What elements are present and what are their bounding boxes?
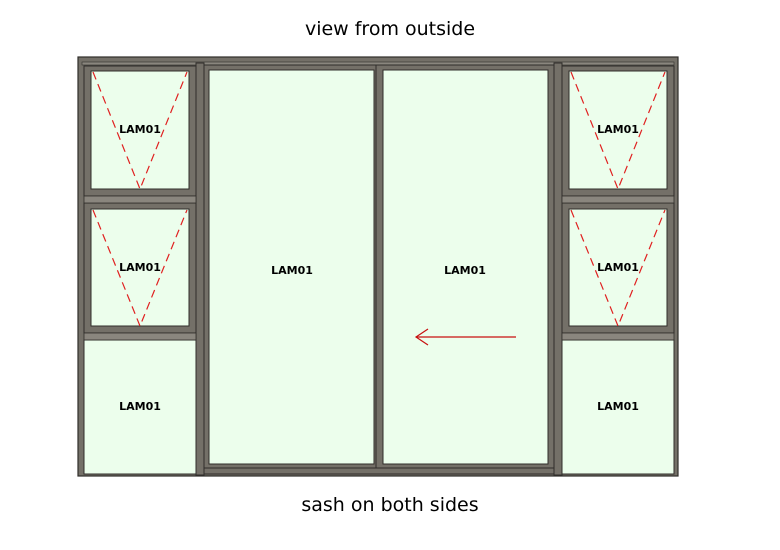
left-bottom-glass	[83, 339, 197, 475]
right-middle-label: LAM01	[597, 261, 639, 274]
top-caption: view from outside	[304, 18, 476, 40]
left-mullion	[195, 62, 205, 476]
bottom-caption: sash on both sides	[301, 494, 479, 516]
left-top-opening-lines	[92, 71, 188, 191]
center-left-glass	[208, 69, 375, 465]
left-middle-opening-lines	[92, 209, 188, 328]
left-transom-lower	[83, 332, 197, 341]
left-top-glass	[90, 70, 190, 190]
right-top-opening-lines	[570, 71, 666, 191]
left-top-label: LAM01	[119, 123, 161, 136]
left-middle-label: LAM01	[119, 261, 161, 274]
right-bottom-label: LAM01	[597, 400, 639, 413]
center-sill	[203, 467, 555, 475]
right-mullion	[553, 62, 563, 476]
left-transom-upper	[83, 195, 197, 204]
center-right-label: LAM01	[444, 264, 486, 277]
slide-direction-arrow	[414, 328, 516, 346]
center-right-glass	[382, 69, 549, 465]
right-top-glass	[568, 70, 668, 190]
left-middle-glass	[90, 208, 190, 327]
right-middle-glass	[568, 208, 668, 327]
right-transom-lower	[561, 332, 675, 341]
right-top-label: LAM01	[597, 123, 639, 136]
right-middle-opening-lines	[570, 209, 666, 328]
right-transom-upper	[561, 195, 675, 204]
left-bottom-label: LAM01	[119, 400, 161, 413]
center-left-label: LAM01	[271, 264, 313, 277]
right-bottom-glass	[561, 339, 675, 475]
